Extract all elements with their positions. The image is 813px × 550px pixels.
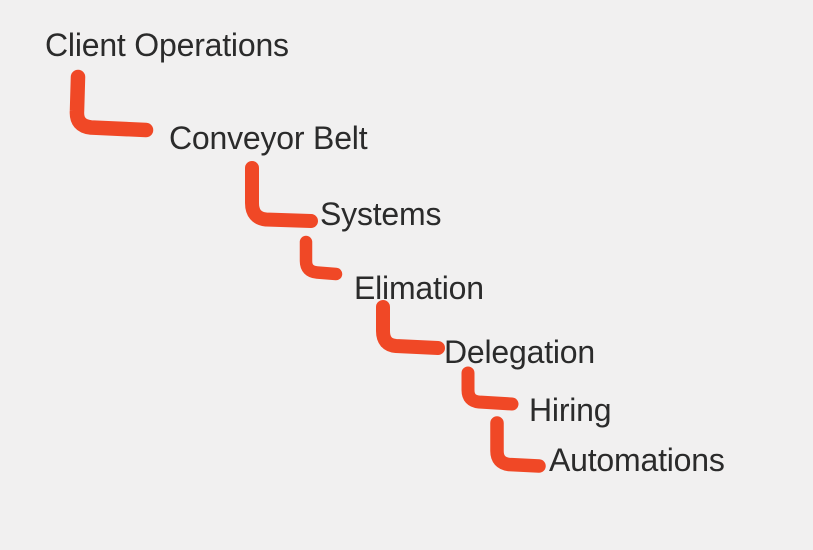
step-label-systems: Systems xyxy=(320,196,442,232)
elbow-connector-icon-6 xyxy=(490,416,546,473)
step-label-delegation: Delegation xyxy=(444,334,596,370)
step-label-automations: Automations xyxy=(549,442,725,478)
step-label-client-operations: Client Operations xyxy=(45,27,289,63)
step-label-elimation: Elimation xyxy=(354,270,484,306)
elbow-connector-icon-4 xyxy=(376,300,445,355)
step-label-hiring: Hiring xyxy=(529,392,612,428)
elbow-connector-icon-3 xyxy=(299,235,343,281)
elbow-connector-icon-1 xyxy=(69,69,154,138)
elbow-connector-icon-5 xyxy=(461,366,519,411)
step-label-conveyor-belt: Conveyor Belt xyxy=(169,120,368,156)
elbow-connector-icon-2 xyxy=(245,161,318,228)
